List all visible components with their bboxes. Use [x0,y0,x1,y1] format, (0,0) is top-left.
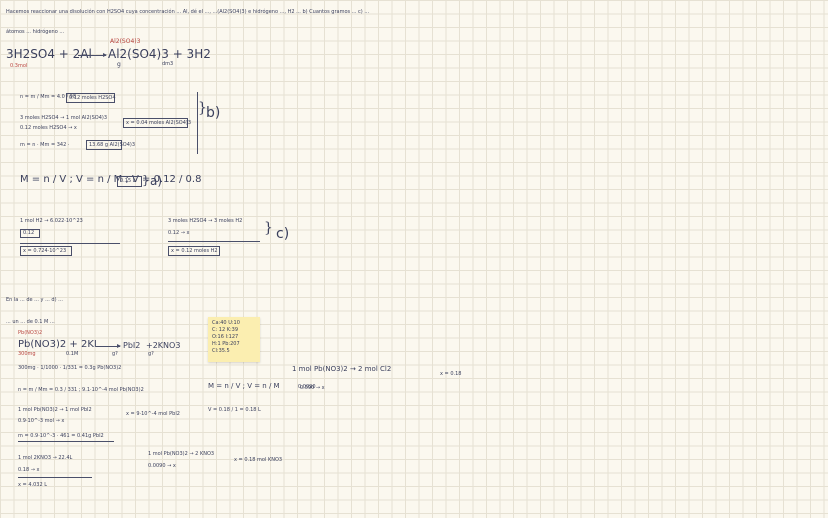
sticky-line-3: O:16 I:127 [212,334,239,340]
p2-divider2 [18,477,92,478]
c-underline [20,243,120,244]
b-label: b) [206,105,221,121]
p2-mid-box1: 1 mol Pb(NO3)2 → 2 KNO3 [148,451,215,457]
p2-calc2: n = m / Mm = 0.3 / 331 ; 9.1·10^-4 mol P… [18,387,144,393]
p2-calc3b: 0.9·10^-3 mol → x [18,418,65,424]
a-label: a) [150,174,163,188]
p2-equation: Pb(NO3)2 + 2KI [18,339,97,350]
a-box: 0.15 L [117,176,142,187]
equation-rhs: Al2(SO4)3 + 3H2 [108,47,211,61]
p2-arrow [96,344,121,348]
p2-mid-res: x = 0.18 mol KNO3 [234,457,283,463]
p2-rhs1: PbI2 [123,341,141,350]
a-formula: M = n / V ; V = n / M ; V = 0.12 / 0.8 [20,174,202,185]
b-step1: n = m / Mm = 4.0 / 98 [20,94,77,100]
under-h2so4: 0.3mol [10,63,28,69]
p2-calc5a: 1 mol 2KNO3 → 22.4L [18,455,73,461]
p2-calc4: m = 0.9·10^-3 · 461 = 0.41g PbI2 [18,433,104,439]
sticky-note: Ca:40 U:10 C: 12 K:39 O:16 I:127 H:1 Pb:… [208,317,260,362]
c-underline-right [168,241,260,242]
b-step2-box-text: x = 0.04 moles Al2(SO4)3 [126,120,192,126]
p2-calc1: 300mg · 1/1000 · 1/331 = 0.3g Pb(NO3)2 [18,365,122,371]
under-h2: dm3 [162,61,174,67]
product-label: Al2(SO4)3 [110,38,141,45]
problem1-statement-line2: átomos ... hidrógeno ... [6,29,65,35]
c-box-left: 0.12 [20,229,40,238]
problem2-statement-line2: ... un ... de 0.1 M ... [6,319,55,325]
p2-under-g: g? [112,351,118,357]
b-step2-box: x = 0.04 moles Al2(SO4)3 [123,118,192,128]
p2-mid-box2: 0.0090 → x [148,463,176,469]
p2-calc5b: 0.18 → x [18,467,40,473]
p2-calc3a: 1 mol Pb(NO3)2 → 1 mol PbI2 [18,407,92,413]
p2-mid-v: V = 0.18 / 1 = 0.18 L [208,407,261,413]
p2-red-label: Pb(NO3)2 [18,330,43,336]
problem1-statement: Hacemos reaccionar una disolución con H2… [6,9,370,15]
sticky-line-4: H:1 Pb:207 [212,341,240,347]
c-result-left: x = 0.724·10^23 [20,246,72,256]
a-box-text: 0.15 L [120,178,136,184]
c-result-left-text: x = 0.724·10^23 [23,248,67,254]
a-brace: } [142,173,150,187]
sticky-line-5: Cl:35.5 [212,348,230,354]
p2-under-right: g? [148,351,154,357]
c-box-right-text: x = 0.12 moles H2 [171,248,218,254]
c-box-right: x = 0.12 moles H2 [168,246,220,256]
p2-right1: 1 mol Pb(NO3)2 → 2 mol Cl2 [292,365,392,373]
c-brace: } [264,220,273,236]
c-box-left-text: 0.12 [23,230,35,236]
p2-under-left: 300mg [18,351,36,357]
b-step1-box: 0.12 moles H2SO4 [66,93,116,103]
b-divider [197,92,198,154]
sticky-line-2: C: 12 K:39 [212,327,239,333]
equation-lhs: 3H2SO4 + 2Al [6,47,92,61]
b-step3-box: 13.68 g Al2(SO4)3 [86,140,135,150]
b-step1-box-text: 0.12 moles H2SO4 [69,95,116,101]
p2-mid-val: 0.0090 [298,384,316,390]
p2-calc3c: x = 9·10^-4 mol PbI2 [126,411,180,417]
b-step2-row1: 3 moles H2SO4 → 1 mol Al2(SO4)3 [20,115,108,121]
p2-right-res: x = 0.18 [440,371,462,377]
b-step2-row2: 0.12 moles H2SO4 → x [20,125,77,131]
b-step3-box-text: 13.68 g Al2(SO4)3 [89,142,136,148]
under-g: g [117,61,121,68]
b-step3: m = n · Mm = 342 · [20,142,70,148]
reaction-arrow [78,53,107,57]
p2-rhs2: +2KNO3 [146,341,181,350]
sticky-line-1: Ca:40 U:10 [212,320,240,326]
b-brace: } [198,100,207,116]
p2-under-mid: 0.1M [66,351,79,357]
p2-mid-m: M = n / V ; V = n / M [208,382,280,390]
p2-right2: 0.090 → x [300,385,325,391]
p2-calc5c: x = 4.032 L [18,482,48,488]
c-label: c) [276,226,290,242]
c-row4: 0.12 → x [168,230,190,236]
problem2-statement: En la ... de ... y ... d) ... [6,297,63,303]
c-row3: 3 moles H2SO4 → 3 moles H2 [168,218,243,224]
p2-divider [18,441,114,442]
c-row1: 1 mol H2 → 6.022·10^23 [20,218,83,224]
